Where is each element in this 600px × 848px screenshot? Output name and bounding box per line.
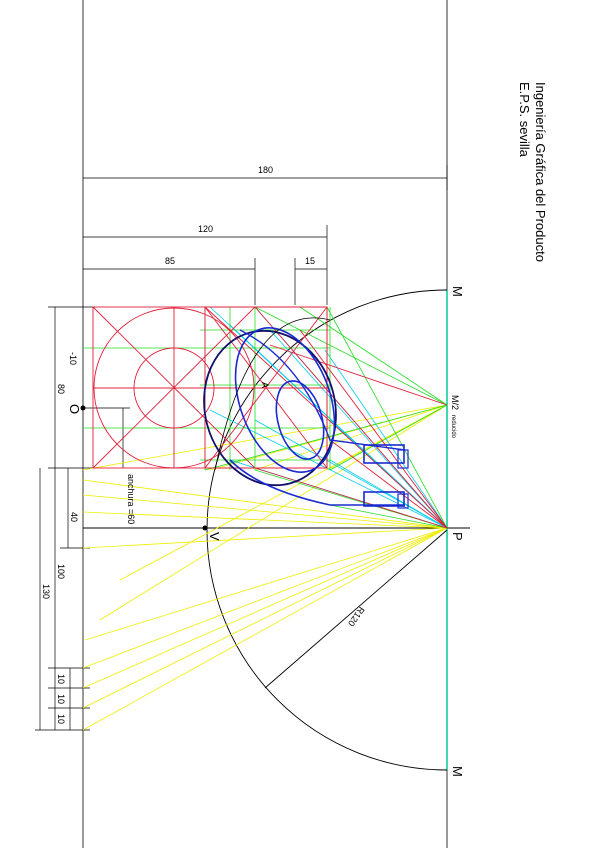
dim-130: 130 xyxy=(41,584,51,599)
origin-point xyxy=(80,405,86,411)
dim-10c: 10 xyxy=(56,714,66,724)
label-v: V xyxy=(207,532,222,541)
point-v xyxy=(202,525,208,531)
dim-10b: 10 xyxy=(56,694,66,704)
dim-40: 40 xyxy=(69,512,79,522)
dim-120: 120 xyxy=(198,224,213,234)
dim-180: 180 xyxy=(258,165,273,175)
perspective-object xyxy=(203,327,409,509)
dim-15: 15 xyxy=(305,256,315,266)
label-p: P xyxy=(450,532,465,541)
title-line1: Ingeniería Gráfica del Producto xyxy=(533,82,548,262)
title-block: Ingeniería Gráfica del Producto E.P.S. s… xyxy=(517,82,548,262)
green-lines xyxy=(83,306,448,529)
label-m2: M/2 xyxy=(450,395,460,410)
label-m-top: M xyxy=(450,286,465,297)
radius-arc xyxy=(206,289,448,771)
label-o: O xyxy=(67,404,82,414)
label-m-bottom: M xyxy=(450,766,465,777)
dim-minus10: -10 xyxy=(68,352,78,365)
label-m2-sub: reducido xyxy=(450,415,456,439)
dim-100: 100 xyxy=(56,564,66,579)
red-plan-view xyxy=(92,306,448,529)
label-anchura: anchura =60 xyxy=(126,474,136,524)
label-a: A xyxy=(260,382,270,388)
dim-80: 80 xyxy=(56,384,66,394)
label-radius: R120 xyxy=(346,605,367,628)
radius-line xyxy=(264,529,448,689)
dim-85: 85 xyxy=(165,256,175,266)
dim-10a: 10 xyxy=(56,674,66,684)
helper-curve xyxy=(214,317,331,471)
title-line2: E.P.S. sevilla xyxy=(517,82,532,158)
dimension-values: 180 120 85 15 80 -10 40 100 130 10 10 10 xyxy=(41,165,315,724)
